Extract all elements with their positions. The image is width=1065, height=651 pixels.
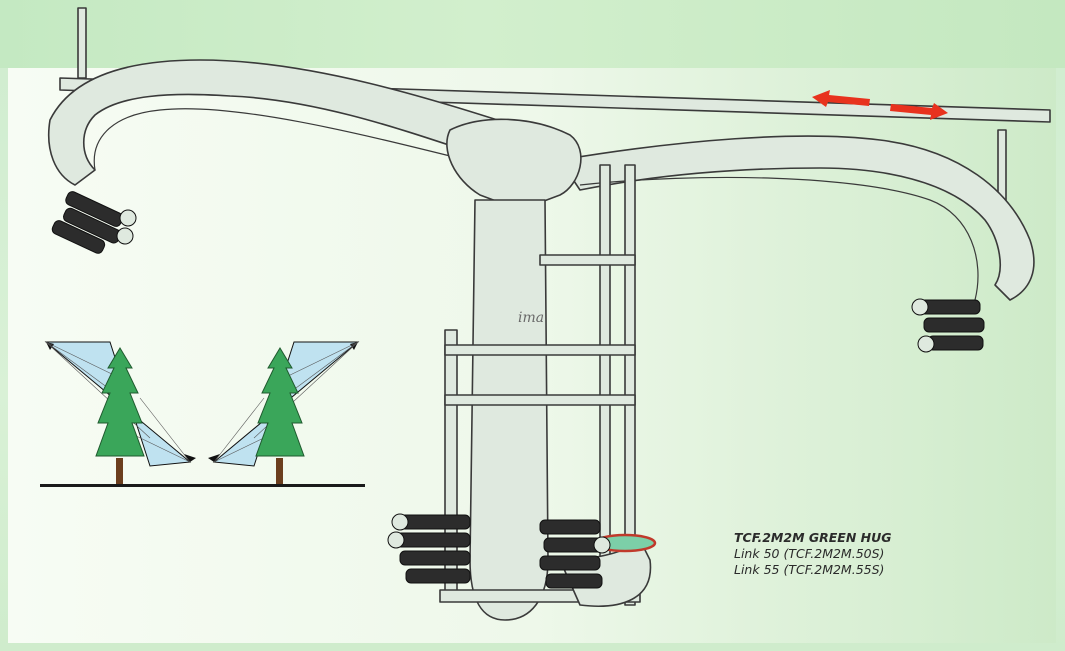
ground-line (40, 484, 365, 487)
left-air-duct (48, 59, 561, 186)
tree-icon (95, 347, 145, 486)
frame-crossbar-2 (444, 394, 636, 406)
spray-nozzle-icon (51, 191, 137, 254)
central-column (469, 199, 549, 621)
brand-mark: ima (518, 310, 544, 326)
model-line-1: Link 50 (TCF.2M2M.50S) (734, 546, 885, 561)
right-air-duct (559, 135, 1035, 301)
product-caption: TCF.2M2M GREEN HUG Link 50 (TCF.2M2M.50S… (734, 530, 892, 578)
left-arrow-icon (812, 90, 870, 107)
frame-crossbar-3 (539, 254, 636, 266)
central-y-joint (446, 118, 582, 211)
spray-nozzle-icon (539, 519, 611, 589)
model-line-2: Link 55 (TCF.2M2M.55S) (734, 562, 885, 577)
product-title: TCF.2M2M GREEN HUG (734, 530, 892, 545)
right-arrow-icon (890, 103, 948, 120)
frame-crossbar-1 (444, 344, 636, 356)
spray-nozzle-icon (911, 298, 985, 353)
spray-nozzle-icon (387, 513, 471, 584)
nozzle-clusters (51, 191, 985, 589)
header-band (0, 0, 1065, 68)
frame-right-leg-2 (624, 164, 636, 606)
movement-arrows (812, 90, 948, 120)
tree-icon (255, 347, 305, 486)
spray-pattern-diagram (40, 341, 365, 487)
left-post (77, 7, 87, 79)
